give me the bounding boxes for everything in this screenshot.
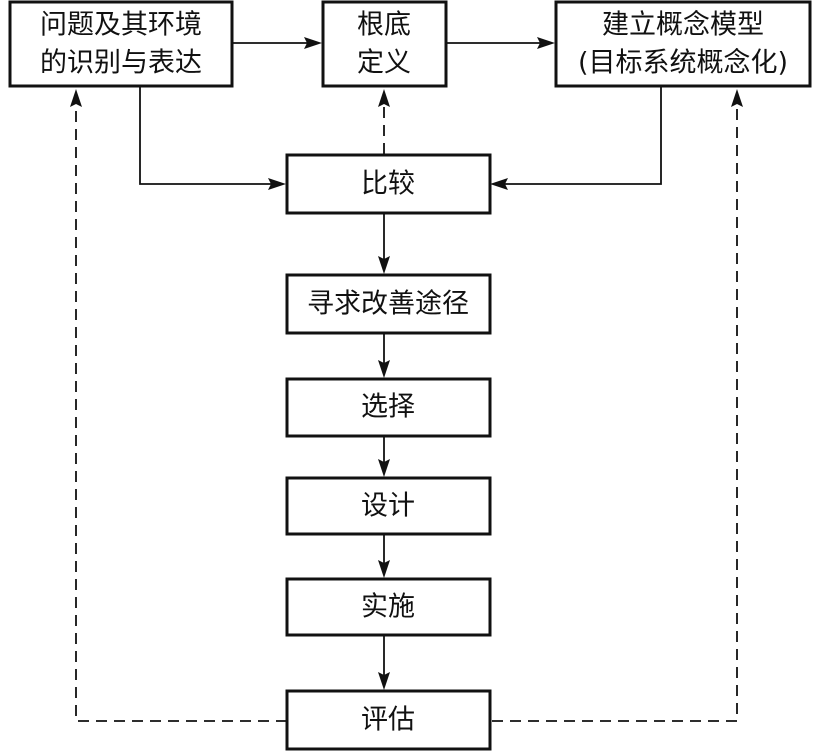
node-conceptual-model: 建立概念模型 (目标系统概念化) [554,0,812,88]
arrowhead-conceptual-model-left [537,37,555,49]
node-implement: 实施 [285,577,492,637]
arrowhead-select-top [378,360,390,378]
arrowhead-conceptual-model-bottom [731,89,743,107]
arrowhead-implement-top [378,560,390,578]
node-root-definition-line-2: 定义 [357,48,411,79]
edge-conceptual-model-to-compare [504,87,662,185]
node-identify-line-1: 问题及其环境 [40,10,202,41]
edges [70,37,743,722]
edge-evaluate-to-conceptual-model [492,103,738,722]
node-root-definition: 根底 定义 [321,0,448,88]
node-seek-improvement: 寻求改善途径 [285,273,492,335]
node-compare: 比较 [285,153,492,215]
edge-identify-to-compare [139,87,272,185]
arrowhead-compare-left [268,178,286,190]
node-select-label: 选择 [361,392,415,423]
node-identify: 问题及其环境 的识别与表达 [8,0,234,88]
arrowhead-root-definition-bottom [378,89,390,107]
node-design: 设计 [285,476,492,536]
arrowhead-design-top [378,459,390,477]
node-conceptual-model-line-1: 建立概念模型 [602,10,764,41]
arrowhead-evaluate-top [378,672,390,690]
node-implement-label: 实施 [361,592,415,623]
node-select: 选择 [285,377,492,438]
node-design-label: 设计 [361,491,415,522]
node-root-definition-line-1: 根底 [357,10,411,41]
arrowhead-identify-bottom [70,89,82,107]
edge-evaluate-to-identify [75,103,287,722]
node-compare-label: 比较 [361,169,415,200]
node-seek-improvement-label: 寻求改善途径 [307,289,469,320]
node-conceptual-model-line-2: (目标系统概念化) [578,48,788,79]
node-evaluate-label: 评估 [361,705,415,736]
arrowhead-root-definition-left [304,37,322,49]
arrowhead-compare-right [490,178,508,190]
node-evaluate: 评估 [285,689,492,751]
node-identify-line-2: 的识别与表达 [40,48,202,79]
arrowhead-seek-improvement-top [378,256,390,274]
